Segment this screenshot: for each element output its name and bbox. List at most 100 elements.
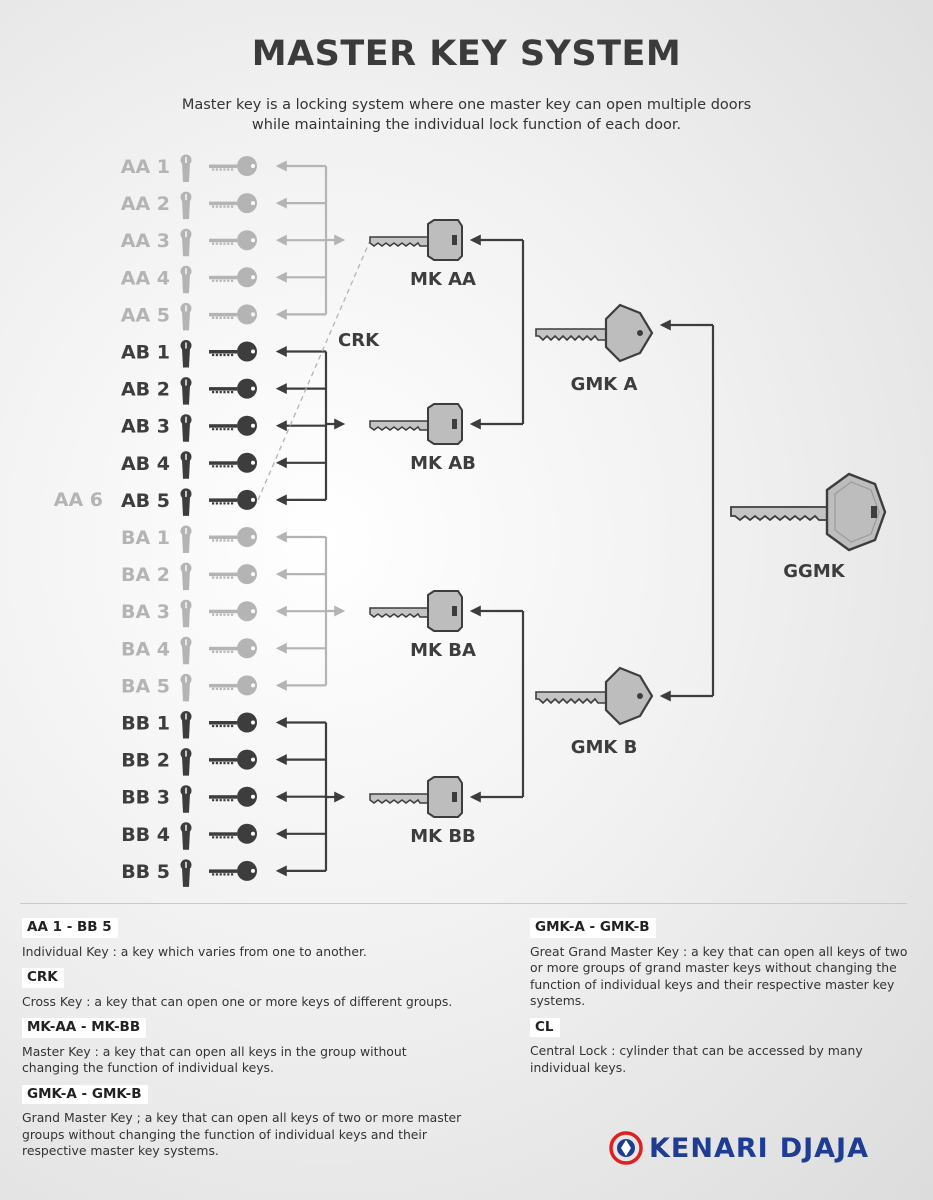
key-label: BA 5 bbox=[121, 675, 170, 697]
key-label: BA 3 bbox=[121, 601, 170, 623]
key-head-hole bbox=[251, 831, 255, 836]
key-row: AA 5 bbox=[121, 302, 257, 331]
master-key-diagram: AA 1AA 2AA 3AA 4AA 5AB 1AB 2AB 3AB 4AB 5… bbox=[54, 154, 887, 887]
grand-master-bracket bbox=[659, 319, 715, 702]
master-key-label: MK AA bbox=[410, 269, 476, 290]
key-row: AB 4 bbox=[121, 451, 257, 479]
key-row: BA 3 bbox=[121, 599, 257, 628]
key-head-hole bbox=[251, 609, 255, 614]
key-label: BB 2 bbox=[121, 750, 170, 772]
key-row: BB 3 bbox=[121, 785, 257, 813]
key-shaft bbox=[209, 238, 237, 243]
key-head-icon bbox=[237, 860, 257, 881]
legend-tag: AA 1 - BB 5 bbox=[22, 918, 118, 938]
master-key-blade bbox=[369, 420, 429, 431]
master-key-icon bbox=[369, 590, 463, 632]
group-bracket bbox=[275, 717, 346, 877]
key-head-hole bbox=[251, 572, 255, 577]
key-label: AB 3 bbox=[121, 416, 170, 438]
key-head-icon bbox=[237, 749, 257, 770]
key-head-hole bbox=[251, 868, 255, 873]
key-head-icon bbox=[237, 823, 257, 844]
legend-left: AA 1 - BB 5 Individual Key : a key which… bbox=[22, 918, 522, 1160]
key-row: AB 2 bbox=[121, 377, 257, 405]
grand-master-key-icon bbox=[535, 666, 654, 726]
key-shaft bbox=[209, 646, 237, 651]
cylinder-body bbox=[182, 459, 190, 479]
key-label: AA 2 bbox=[121, 193, 170, 215]
cylinder-body bbox=[182, 496, 190, 516]
key-head-hole bbox=[251, 349, 255, 354]
key-head-hole bbox=[251, 757, 255, 762]
cylinder-body bbox=[182, 274, 190, 294]
key-head-icon bbox=[237, 156, 257, 176]
master-bracket bbox=[469, 605, 525, 803]
key-row: AA 3 bbox=[121, 228, 257, 257]
key-head-hole bbox=[251, 460, 255, 465]
key-label: AB 5 bbox=[121, 490, 170, 512]
key-head-icon bbox=[237, 267, 257, 288]
master-key-head-icon bbox=[427, 590, 463, 632]
grand-master-head-icon bbox=[604, 666, 654, 726]
key-head-hole bbox=[251, 720, 255, 725]
key-shaft bbox=[209, 721, 237, 725]
key-head-icon bbox=[237, 489, 257, 510]
master-key-slot bbox=[452, 606, 457, 616]
subtitle-line-2: while maintaining the individual lock fu… bbox=[251, 117, 682, 133]
legend-item-grand-master: GMK-A - GMK-B Grand Master Key ; a key t… bbox=[22, 1084, 522, 1160]
legend-desc: Great Grand Master Key : a key that can … bbox=[530, 943, 908, 1009]
key-row: BB 5 bbox=[121, 859, 257, 887]
key-head-hole bbox=[251, 201, 255, 206]
master-key-slot bbox=[452, 419, 457, 429]
key-row: BA 5 bbox=[121, 673, 257, 702]
ggmk-head-icon bbox=[825, 472, 887, 552]
cylinder-body bbox=[182, 534, 190, 553]
ggmk-head-inner bbox=[834, 481, 880, 543]
master-key-blade bbox=[369, 236, 429, 247]
legend-item-individual: AA 1 - BB 5 Individual Key : a key which… bbox=[22, 918, 522, 960]
key-head-icon bbox=[237, 452, 257, 473]
brand-emblem-icon bbox=[609, 1131, 643, 1165]
key-head-icon bbox=[237, 304, 257, 325]
key-shaft bbox=[209, 387, 237, 391]
brand-name-a: KENARI bbox=[649, 1132, 769, 1164]
legend-tag: CRK bbox=[22, 968, 64, 988]
key-head-hole bbox=[251, 794, 255, 799]
legend-desc: Cross Key : a key that can open one or m… bbox=[22, 993, 453, 1009]
cross-key-line bbox=[257, 235, 373, 501]
key-label: BB 1 bbox=[121, 713, 170, 735]
key-label: AA 5 bbox=[121, 304, 170, 326]
key-row: AA 1 bbox=[121, 154, 257, 182]
master-key-label: MK AB bbox=[410, 453, 476, 474]
grand-master-hole bbox=[637, 693, 643, 699]
ggmk-blade bbox=[730, 506, 828, 522]
key-head-icon bbox=[237, 675, 257, 696]
key-shaft bbox=[209, 424, 237, 428]
key-row: BA 4 bbox=[121, 636, 257, 665]
key-shaft bbox=[209, 350, 237, 354]
great-grand-master-key-icon bbox=[730, 472, 887, 552]
key-label: BA 4 bbox=[121, 638, 170, 660]
legend-divider bbox=[20, 903, 907, 904]
cylinder-body bbox=[182, 422, 190, 442]
key-row: BB 2 bbox=[121, 748, 257, 776]
legend-item-master-key: MK-AA - MK-BB Master Key : a key that ca… bbox=[22, 1018, 522, 1077]
brand-name-b: DJAJA bbox=[779, 1132, 869, 1164]
cylinder-body bbox=[182, 608, 190, 628]
cylinder-body bbox=[182, 348, 190, 368]
key-head-hole bbox=[251, 312, 255, 317]
ggmk-slot bbox=[871, 506, 877, 518]
key-shaft bbox=[209, 683, 237, 688]
key-shaft bbox=[209, 758, 237, 762]
key-head-icon bbox=[237, 193, 257, 214]
cylinder-body bbox=[182, 682, 190, 702]
key-shaft bbox=[209, 312, 237, 317]
grand-master-hole bbox=[637, 330, 643, 336]
cylinder-body bbox=[182, 571, 190, 591]
master-key-head-icon bbox=[427, 219, 463, 261]
master-key-slot bbox=[452, 235, 457, 245]
key-row: AB 3 bbox=[121, 414, 257, 442]
key-label: AA 4 bbox=[121, 267, 170, 289]
master-key-label: MK BB bbox=[410, 826, 476, 847]
key-shaft bbox=[209, 572, 237, 577]
